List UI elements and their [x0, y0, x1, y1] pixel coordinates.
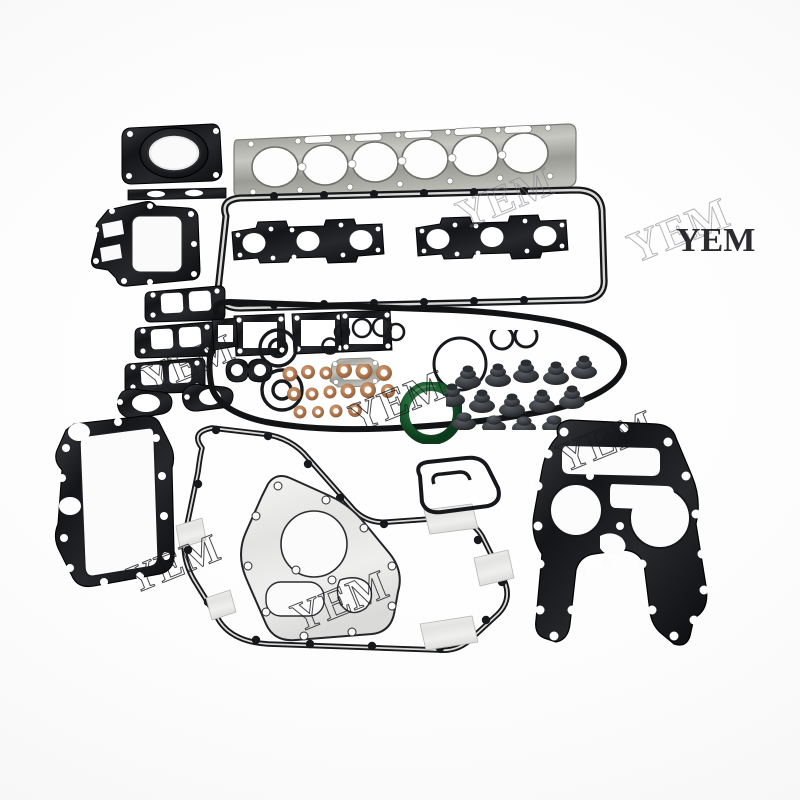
part-exhaust-manifold-gasket-1 [143, 284, 227, 324]
part-copper-washers [278, 362, 404, 426]
part-o-ring-green-large [399, 381, 463, 445]
part-exhaust-manifold-gasket-2 [133, 320, 217, 360]
part-valve-stem-seals [439, 346, 602, 435]
part-exhaust-manifold-gasket-3 [123, 356, 207, 396]
part-oil-cooler-gasket-lower [48, 410, 188, 594]
watermark-corner-badge: YEM [676, 222, 756, 259]
part-small-gasket-cluster [206, 316, 240, 352]
part-small-white-tab [408, 454, 504, 518]
part-figure-eight-gaskets [222, 356, 276, 386]
part-intake-manifold-gasket-rear [412, 214, 572, 260]
part-gasket-outline-large [200, 294, 632, 446]
watermark-2: YEM [620, 188, 737, 274]
part-timing-cover-gasket-inner [232, 470, 418, 648]
part-thermostat-gasket [110, 386, 176, 422]
part-timing-cover-gasket-white [172, 418, 518, 664]
part-timing-gear-case-gasket [520, 414, 732, 650]
part-cylinder-head-gasket [232, 120, 578, 202]
part-oil-cooler-gasket-upper [88, 198, 208, 294]
part-rear-main-seal-housing [116, 118, 228, 201]
part-intake-manifold-gasket-front [228, 218, 388, 264]
